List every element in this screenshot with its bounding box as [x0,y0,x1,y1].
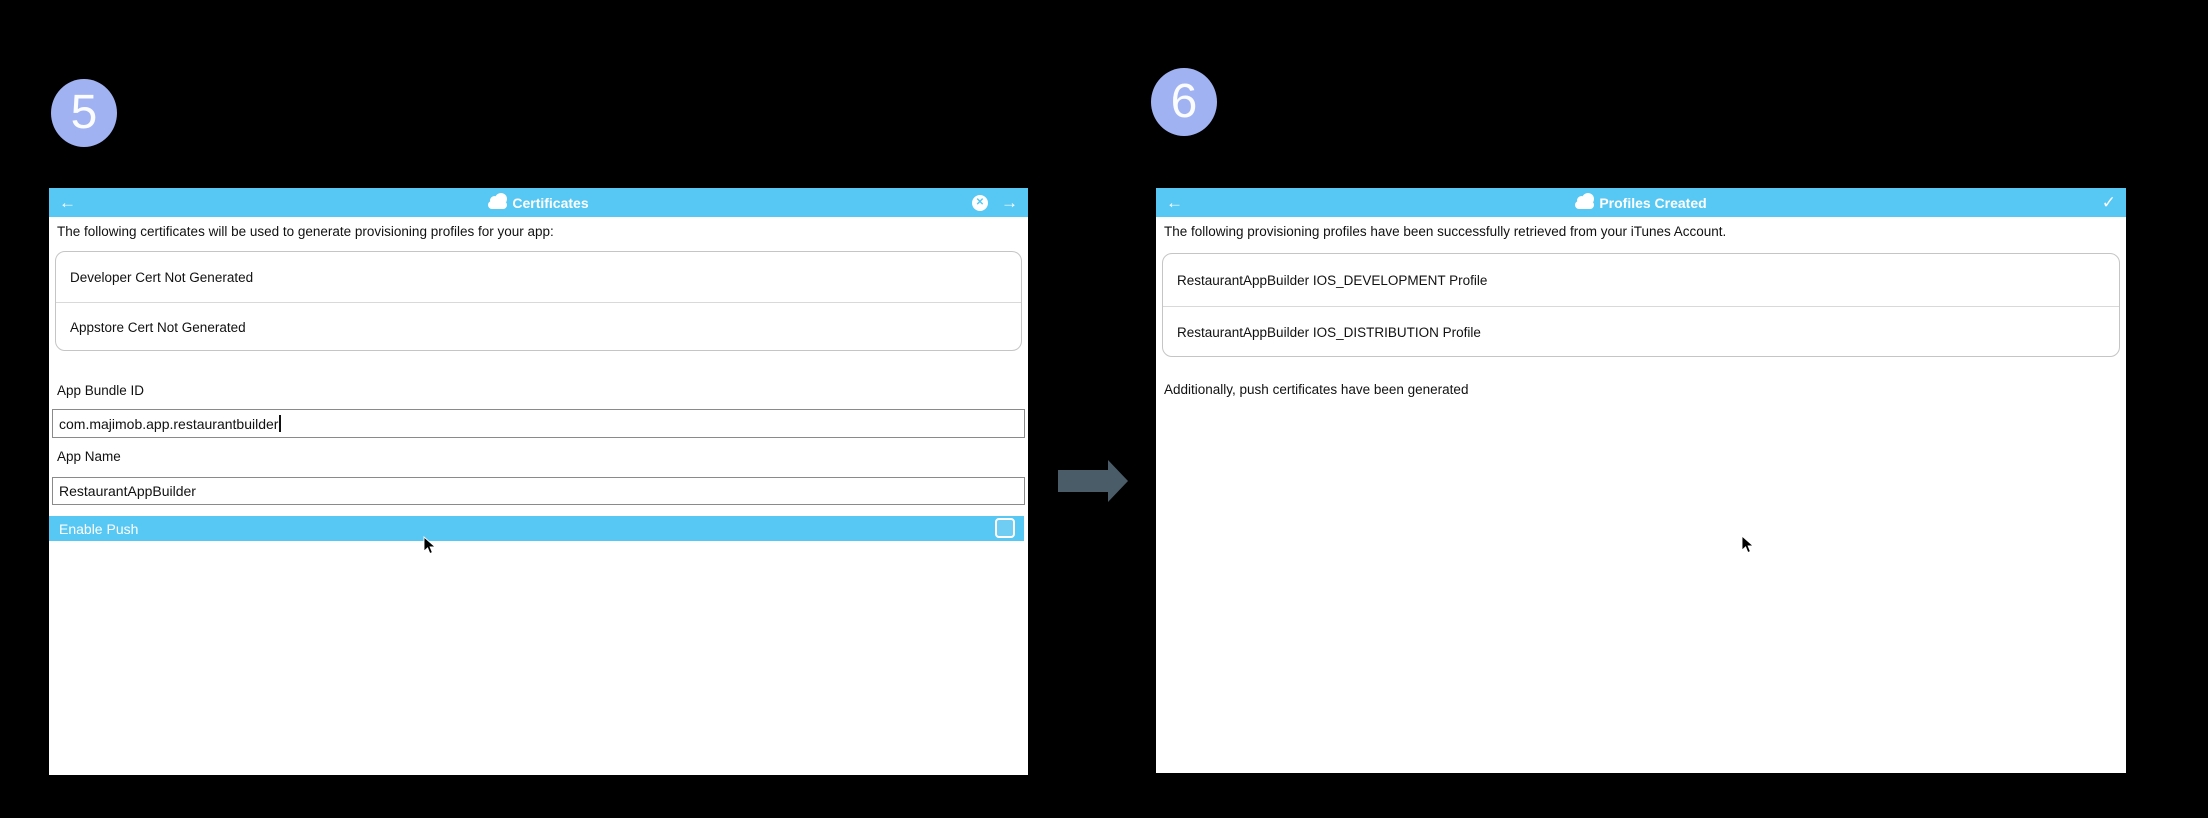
enable-push-row[interactable]: Enable Push [49,516,1024,541]
list-item-developer-cert: Developer Cert Not Generated [56,252,1021,302]
enable-push-label: Enable Push [59,520,139,537]
titlebar-actions: ✓ [2102,188,2116,217]
back-icon[interactable]: ← [1166,192,1183,212]
cloud-icon [488,193,508,209]
app-name-value: RestaurantAppBuilder [59,483,196,499]
profiles-title-group: Profiles Created [1156,188,2126,217]
titlebar-actions: ✕ → [972,188,1018,217]
mouse-cursor [423,536,437,555]
profiles-intro-text: The following provisioning profiles have… [1164,224,1727,239]
list-item-distribution-profile: RestaurantAppBuilder IOS_DISTRIBUTION Pr… [1163,306,2119,356]
app-bundle-id-value: com.majimob.app.restaurantbuilder [59,415,279,432]
push-certificates-note: Additionally, push certificates have bee… [1164,382,1469,397]
confirm-check-icon[interactable]: ✓ [2101,192,2116,212]
text-caret [279,415,282,432]
enable-push-checkbox[interactable] [995,518,1015,538]
window-title: Profiles Created [1599,194,1707,211]
developer-cert-status: Developer Cert Not Generated [70,269,254,285]
profiles-titlebar: ← Profiles Created ✓ [1156,188,2126,217]
list-item-development-profile: RestaurantAppBuilder IOS_DEVELOPMENT Pro… [1163,254,2119,306]
certificates-intro-text: The following certificates will be used … [57,224,554,239]
list-item-appstore-cert: Appstore Cert Not Generated [56,302,1021,350]
profiles-list: RestaurantAppBuilder IOS_DEVELOPMENT Pro… [1162,253,2120,357]
close-icon[interactable]: ✕ [972,194,988,211]
back-icon[interactable]: ← [59,192,76,212]
profiles-created-window: ← Profiles Created ✓ The following provi… [1156,188,2126,773]
certificates-titlebar: ← Certificates ✕ → [49,188,1028,217]
arrow-connector [1058,460,1128,502]
app-bundle-id-input[interactable]: com.majimob.app.restaurantbuilder [52,409,1025,438]
app-bundle-id-label: App Bundle ID [57,383,145,398]
app-name-input[interactable]: RestaurantAppBuilder [52,477,1025,505]
distribution-profile-label: RestaurantAppBuilder IOS_DISTRIBUTION Pr… [1177,325,1481,340]
cloud-icon [1575,193,1595,209]
certificates-title-group: Certificates [49,188,1028,217]
certificates-list: Developer Cert Not Generated Appstore Ce… [55,251,1022,351]
step-badge-6: 6 [1151,68,1217,136]
forward-icon[interactable]: → [1001,192,1018,212]
appstore-cert-status: Appstore Cert Not Generated [70,320,246,335]
app-name-label: App Name [57,449,121,464]
step-badge-5-number: 5 [70,86,98,139]
step-badge-5: 5 [51,79,117,147]
certificates-window: ← Certificates ✕ → The following certifi… [49,188,1028,775]
mouse-cursor [1741,535,1755,554]
step-badge-6-number: 6 [1170,75,1198,128]
development-profile-label: RestaurantAppBuilder IOS_DEVELOPMENT Pro… [1177,272,1488,288]
window-title: Certificates [512,194,589,211]
